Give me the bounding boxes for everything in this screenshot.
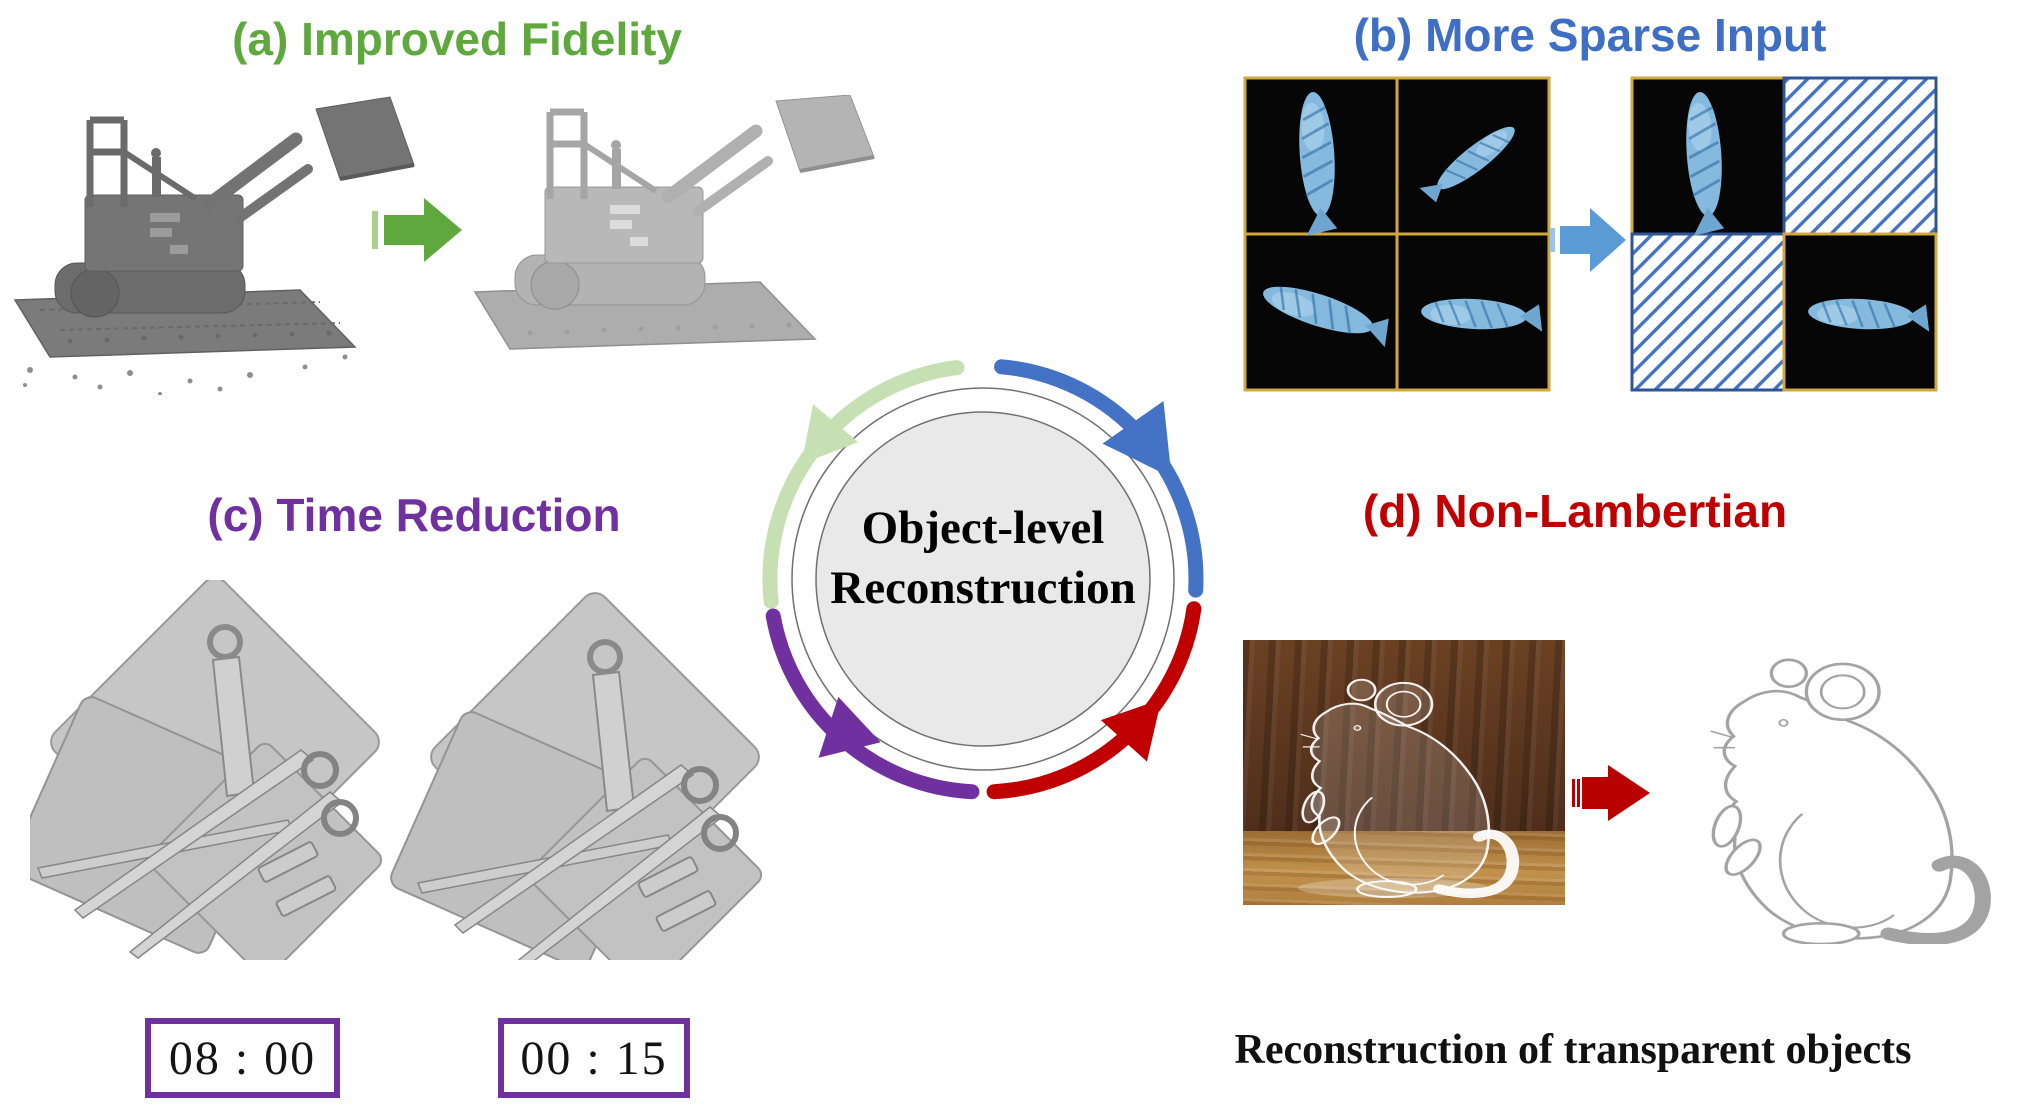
time-badge-after: 00 : 15 <box>498 1018 690 1098</box>
blue-right-arrow-icon <box>1550 208 1626 272</box>
scissors-scene <box>30 580 790 960</box>
transparent-object-photo <box>1243 640 1565 905</box>
input-grid-full <box>1243 76 1551 392</box>
center-medallion <box>762 359 1204 800</box>
center-title-line2: Reconstruction <box>830 562 1136 614</box>
blue-arc-arrowhead-icon <box>1102 401 1172 478</box>
red-arc-arrowhead-icon <box>1100 699 1162 762</box>
panel-c-title: (c) Time Reduction <box>207 489 621 541</box>
glass-mouse <box>1243 640 1565 905</box>
panel-b-title: (b) More Sparse Input <box>1353 9 1827 61</box>
red-right-arrow-icon <box>1572 765 1650 821</box>
scissors-mesh-fast <box>387 587 765 960</box>
panel-d-caption: Reconstruction of transparent objects <box>1234 1027 1912 1073</box>
time-badge-before: 08 : 00 <box>145 1018 340 1098</box>
scissors-mesh-slow <box>30 580 383 960</box>
purple-arc-arrowhead-icon <box>818 696 881 758</box>
missing-view-hatch <box>1630 232 1786 392</box>
center-title: Object-level Reconstruction <box>803 498 1163 618</box>
green-arc-arrowhead-icon <box>801 404 859 464</box>
reconstructed-mouse <box>1665 634 2015 944</box>
input-grid-sparse <box>1630 76 1938 392</box>
panel-d-title: (d) Non-Lambertian <box>1362 485 1788 537</box>
missing-view-hatch <box>1782 76 1938 236</box>
bulldozer-mesh-refined <box>473 95 875 350</box>
medallion-outer-ring <box>791 387 1175 771</box>
center-title-line1: Object-level <box>861 502 1105 554</box>
panel-a-title: (a) Improved Fidelity <box>232 13 682 65</box>
bulldozer-mesh-noisy <box>13 96 415 395</box>
mesh-noise-specks <box>23 354 348 395</box>
medallion-disk <box>815 411 1151 747</box>
bulldozer-scene <box>13 95 875 395</box>
sparse-input-scene <box>1243 76 1938 392</box>
green-right-arrow-icon <box>372 198 462 262</box>
